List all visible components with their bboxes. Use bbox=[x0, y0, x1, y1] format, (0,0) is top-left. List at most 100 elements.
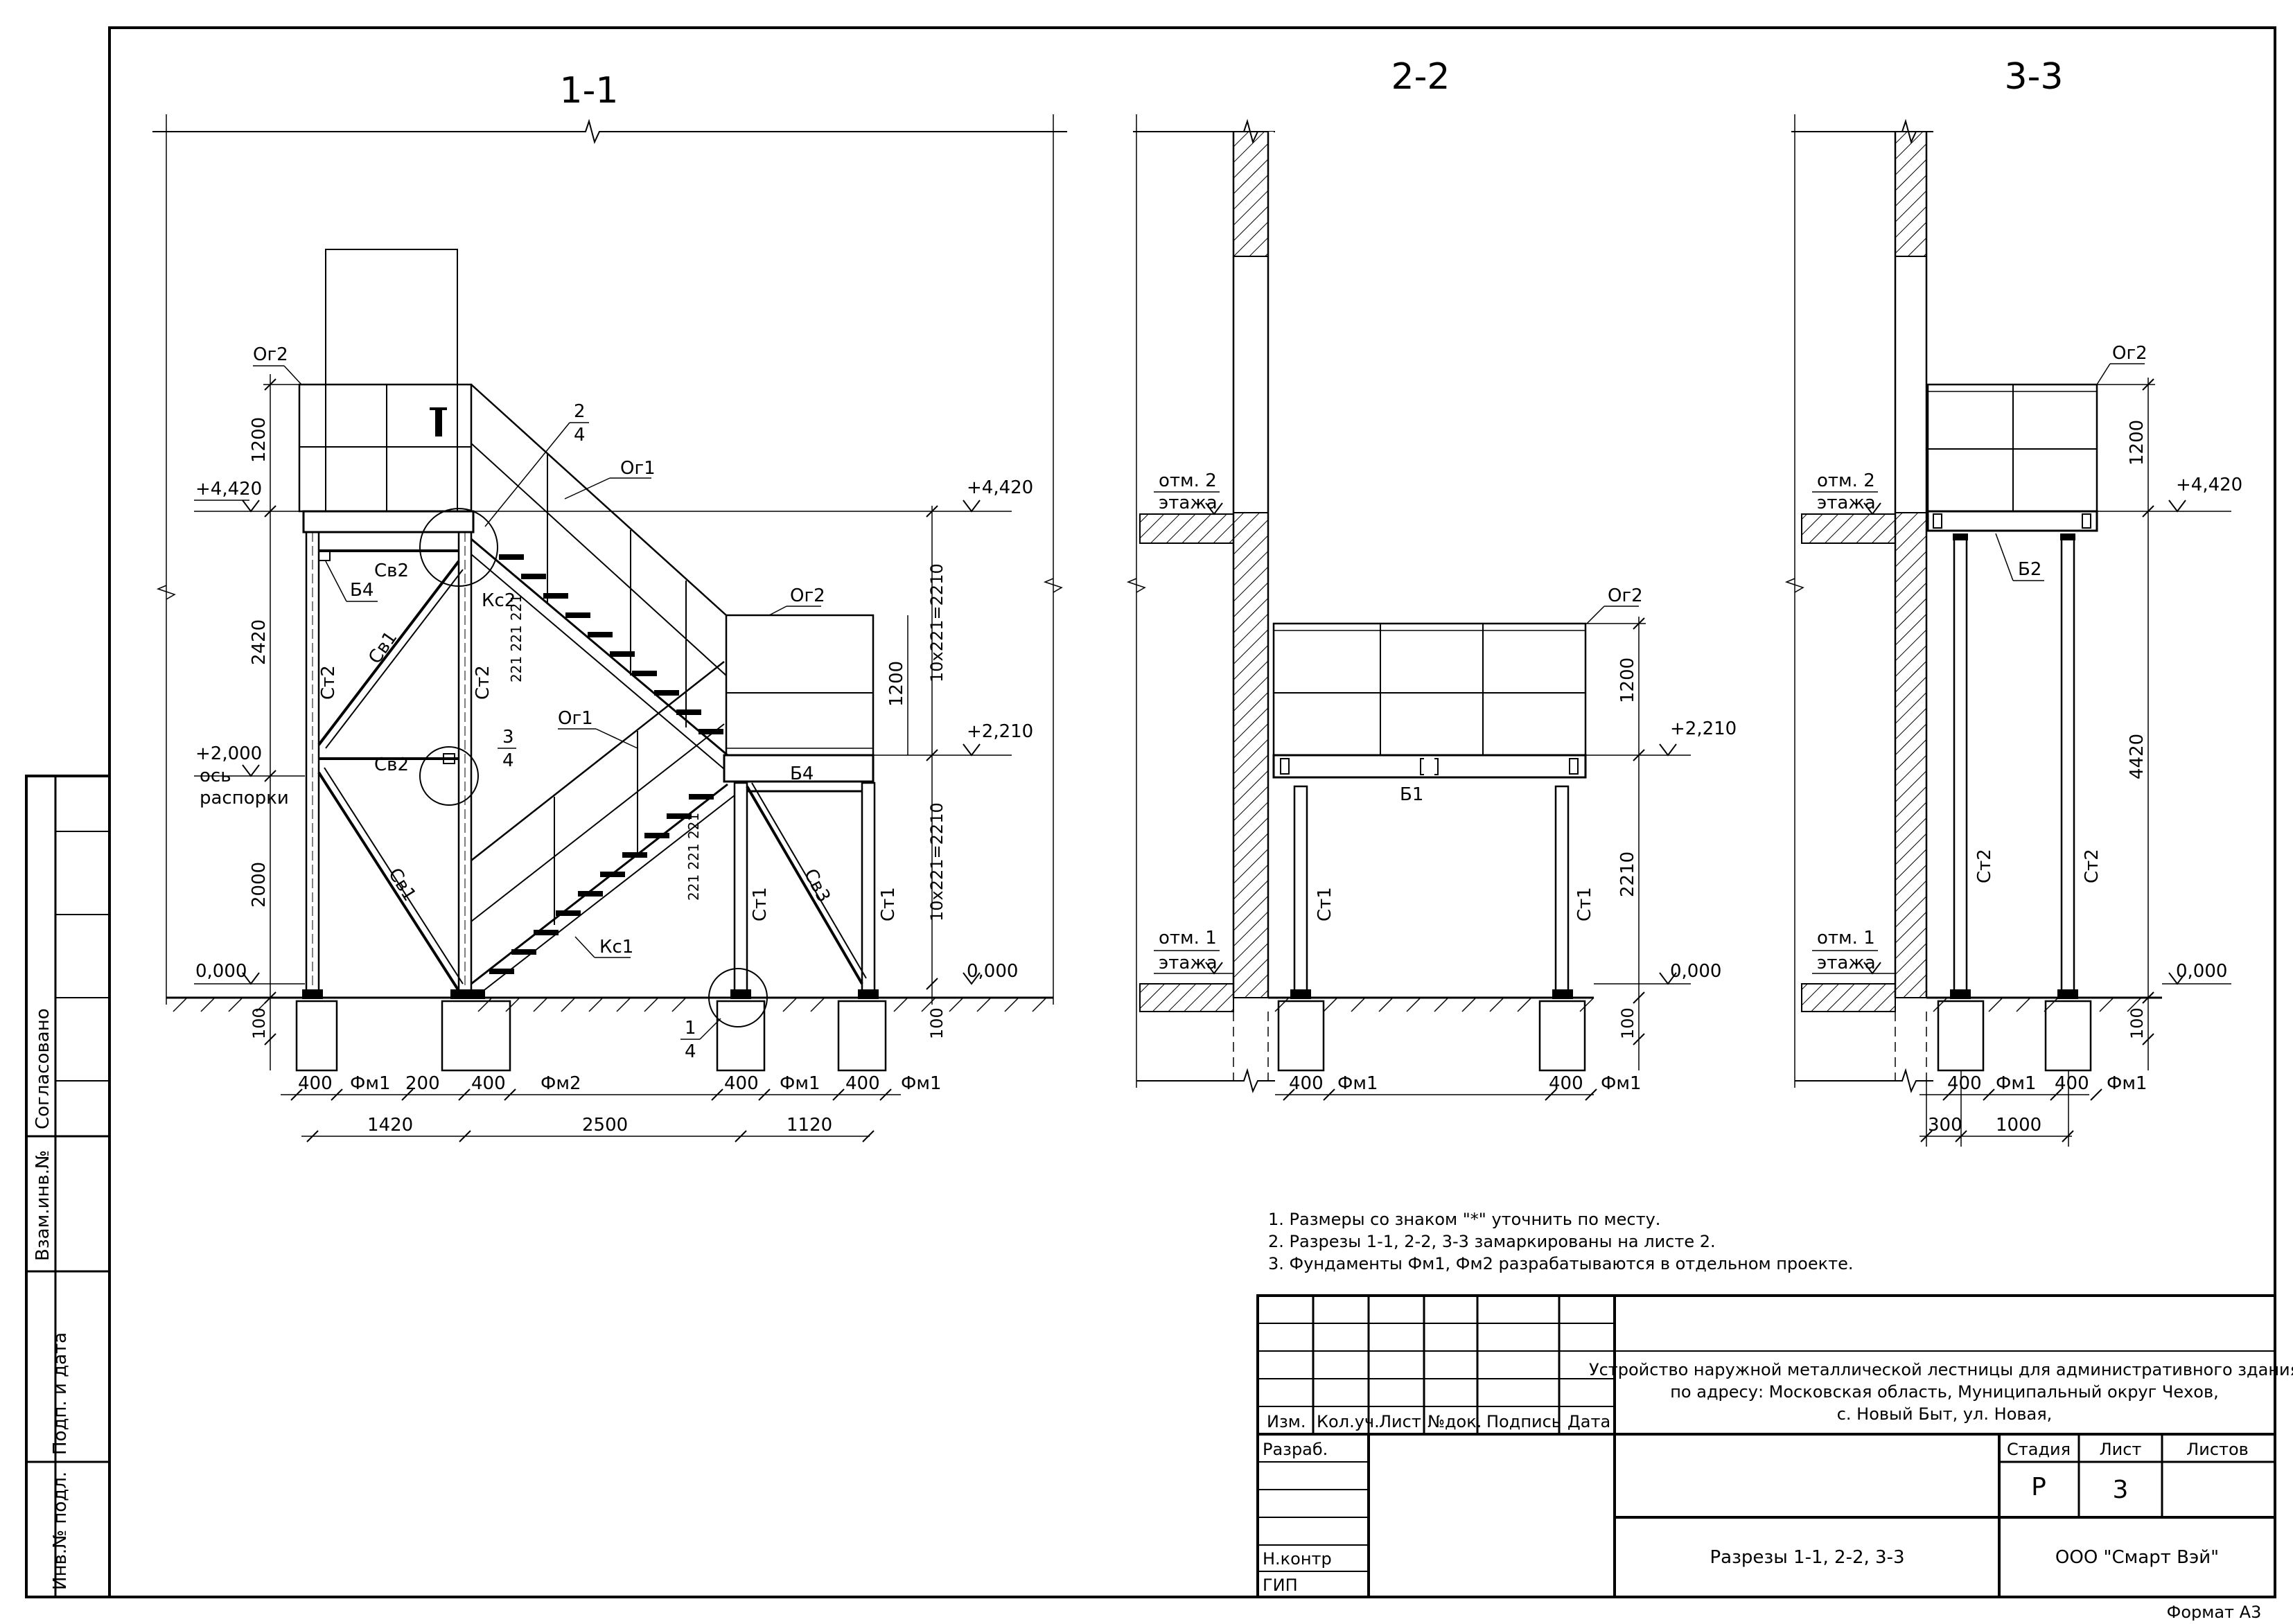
label-og2-a: Ог2 bbox=[253, 344, 288, 365]
label-b1: Б1 bbox=[1400, 784, 1423, 805]
section-title-2-2: 2-2 bbox=[1391, 56, 1450, 98]
elev-4420-right: +4,420 bbox=[967, 477, 1033, 498]
tb-stage-label: Стадия bbox=[2007, 1440, 2071, 1459]
label-fm1-3-3b: Фм1 bbox=[2107, 1073, 2147, 1094]
dim-2210-2-2: 2210 bbox=[1617, 851, 1638, 897]
floor2-label-b-2-2: этажа bbox=[1159, 493, 1218, 513]
floor2-label-a-3-3: отм. 2 bbox=[1817, 470, 1875, 491]
step-marks-upper: 221 221 221 bbox=[508, 594, 525, 682]
dim-200: 200 bbox=[405, 1073, 440, 1094]
title-block: Изм. Кол.уч. Лист №док. Подпись Дата Раз… bbox=[1256, 1294, 2293, 1598]
label-ks1: Кс1 bbox=[599, 937, 633, 957]
dim-1200-2-2: 1200 bbox=[1617, 657, 1638, 703]
dim-400-d: 400 bbox=[845, 1073, 880, 1094]
dim-400-3-3a: 400 bbox=[1947, 1073, 1982, 1094]
tb-project-line2: по адресу: Московская область, Муниципал… bbox=[1670, 1382, 2219, 1402]
elev-0-3-3: 0,000 bbox=[2176, 961, 2227, 982]
callout-2: 2 bbox=[574, 401, 586, 422]
elev-4420-left: +4,420 bbox=[195, 479, 262, 500]
tb-h-kolych: Кол.уч. bbox=[1317, 1412, 1380, 1431]
dim-4420: 4420 bbox=[2127, 734, 2147, 779]
callout-3: 3 bbox=[502, 727, 514, 748]
label-fm1-a: Фм1 bbox=[350, 1073, 391, 1094]
section-3-3: 3-3 bbox=[1784, 56, 2242, 1147]
tb-h-izm: Изм. bbox=[1267, 1412, 1306, 1431]
tb-stage-value: Р bbox=[2031, 1473, 2046, 1501]
label-og1-b: Ог1 bbox=[558, 708, 593, 729]
dim-100-2-2: 100 bbox=[1618, 1007, 1637, 1039]
label-st2-b: Ст2 bbox=[473, 665, 493, 700]
section-title-3-3: 3-3 bbox=[2005, 56, 2064, 98]
floor2-label-b-3-3: этажа bbox=[1817, 493, 1876, 513]
label-st1-b: Ст1 bbox=[878, 887, 899, 921]
label-fm2: Фм2 bbox=[541, 1073, 581, 1094]
dim-1200-1-1: 1200 bbox=[249, 417, 270, 463]
tb-company: ООО "Смарт Вэй" bbox=[2055, 1547, 2219, 1568]
label-fm1-2-2b: Фм1 bbox=[1601, 1073, 1642, 1094]
format-label: Формат А3 bbox=[2167, 1603, 2262, 1621]
tb-h-podpis: Подпись bbox=[1486, 1412, 1561, 1431]
label-b4: Б4 bbox=[350, 580, 374, 601]
label-sv4: Б4 bbox=[790, 764, 814, 784]
side-stamp: Согласовано Взам.инв.№ Подп. и дата Инв.… bbox=[25, 775, 111, 1598]
floor1-label-b-3-3: этажа bbox=[1817, 953, 1876, 973]
dim-stairs-lower: 10х221=2210 bbox=[927, 802, 947, 921]
tb-role-nkontr: Н.контр bbox=[1263, 1549, 1332, 1569]
note-2: 2. Разрезы 1-1, 2-2, 3-3 замаркированы н… bbox=[1268, 1232, 1716, 1251]
dim-400-a: 400 bbox=[298, 1073, 333, 1094]
label-st2-3-3a: Ст2 bbox=[1974, 849, 1995, 883]
section-1-1: 1-1 bbox=[152, 70, 1067, 1142]
dim-1200-mid: 1200 bbox=[886, 661, 907, 707]
step-marks-lower: 221 221 221 bbox=[685, 813, 702, 901]
dim-400-b: 400 bbox=[471, 1073, 506, 1094]
elev-2210-2-2: +2,210 bbox=[1670, 718, 1737, 739]
dim-400-3-3b: 400 bbox=[2055, 1073, 2089, 1094]
floor1-label-b-2-2: этажа bbox=[1159, 953, 1218, 973]
label-st2-a: Ст2 bbox=[318, 665, 339, 700]
floor1-label-a-2-2: отм. 1 bbox=[1159, 928, 1217, 948]
dim-300: 300 bbox=[1928, 1115, 1962, 1136]
label-fm1-c: Фм1 bbox=[901, 1073, 942, 1094]
label-og1-a: Ог1 bbox=[620, 458, 656, 479]
stamp-agreed: Согласовано bbox=[33, 1008, 53, 1129]
tb-h-ndok: №док. bbox=[1427, 1412, 1482, 1431]
elevations-1-1: +4,420 +2,000 ось распорки 0,000 +4,420 … bbox=[194, 477, 1033, 985]
label-ks2: Кс2 bbox=[482, 590, 516, 611]
label-og2-2-2: Ог2 bbox=[1608, 585, 1643, 606]
tb-sheet-label: Лист bbox=[2100, 1440, 2142, 1459]
notes: 1. Размеры со знаком "*" уточнить по мес… bbox=[1268, 1210, 1853, 1273]
stamp-inv-orig: Инв.№ подл. bbox=[50, 1472, 71, 1590]
label-sv2-a: Св2 bbox=[374, 561, 409, 581]
label-st1-a: Ст1 bbox=[750, 887, 771, 921]
dim-1200-3-3: 1200 bbox=[2127, 420, 2147, 466]
dim-2500: 2500 bbox=[582, 1115, 628, 1136]
section-title-1-1: 1-1 bbox=[560, 70, 619, 112]
label-b2: Б2 bbox=[2018, 559, 2041, 580]
callout-3-sheet: 4 bbox=[502, 750, 514, 771]
tb-h-data: Дата bbox=[1567, 1412, 1610, 1431]
labels-1-1: Ог2 Ог1 Ог1 Ог2 Б4 Св2 Св2 Св1 Св1 Ст2 С… bbox=[253, 344, 942, 1094]
tb-role-gip: ГИП bbox=[1263, 1576, 1298, 1595]
callout-2-sheet: 4 bbox=[574, 425, 586, 445]
callout-1-sheet: 4 bbox=[685, 1041, 696, 1062]
dim-stairs-upper: 10х221=2210 bbox=[927, 563, 947, 682]
floor1-label-a-3-3: отм. 1 bbox=[1817, 928, 1875, 948]
dim-2000: 2000 bbox=[249, 862, 270, 908]
label-og2-b: Ог2 bbox=[790, 585, 825, 606]
stamp-inv-replace: Взам.инв.№ bbox=[33, 1150, 53, 1261]
dim-100-3-3: 100 bbox=[2127, 1007, 2147, 1039]
label-st1-2-2b: Ст1 bbox=[1574, 887, 1595, 921]
label-sv1-a: Св1 bbox=[364, 628, 401, 668]
label-sv2-b: Св2 bbox=[374, 754, 409, 775]
elev-0-left: 0,000 bbox=[195, 961, 247, 982]
elev-0-2-2: 0,000 bbox=[1670, 961, 1721, 982]
dim-1000: 1000 bbox=[1996, 1115, 2041, 1136]
label-fm1-2-2a: Фм1 bbox=[1337, 1073, 1378, 1094]
dim-100-left: 100 bbox=[249, 1007, 269, 1039]
dim-1120: 1120 bbox=[787, 1115, 832, 1136]
label-st2-3-3b: Ст2 bbox=[2082, 849, 2102, 883]
dim-100-right-1-1: 100 bbox=[927, 1007, 947, 1039]
label-og2-3-3: Ог2 bbox=[2112, 343, 2147, 364]
